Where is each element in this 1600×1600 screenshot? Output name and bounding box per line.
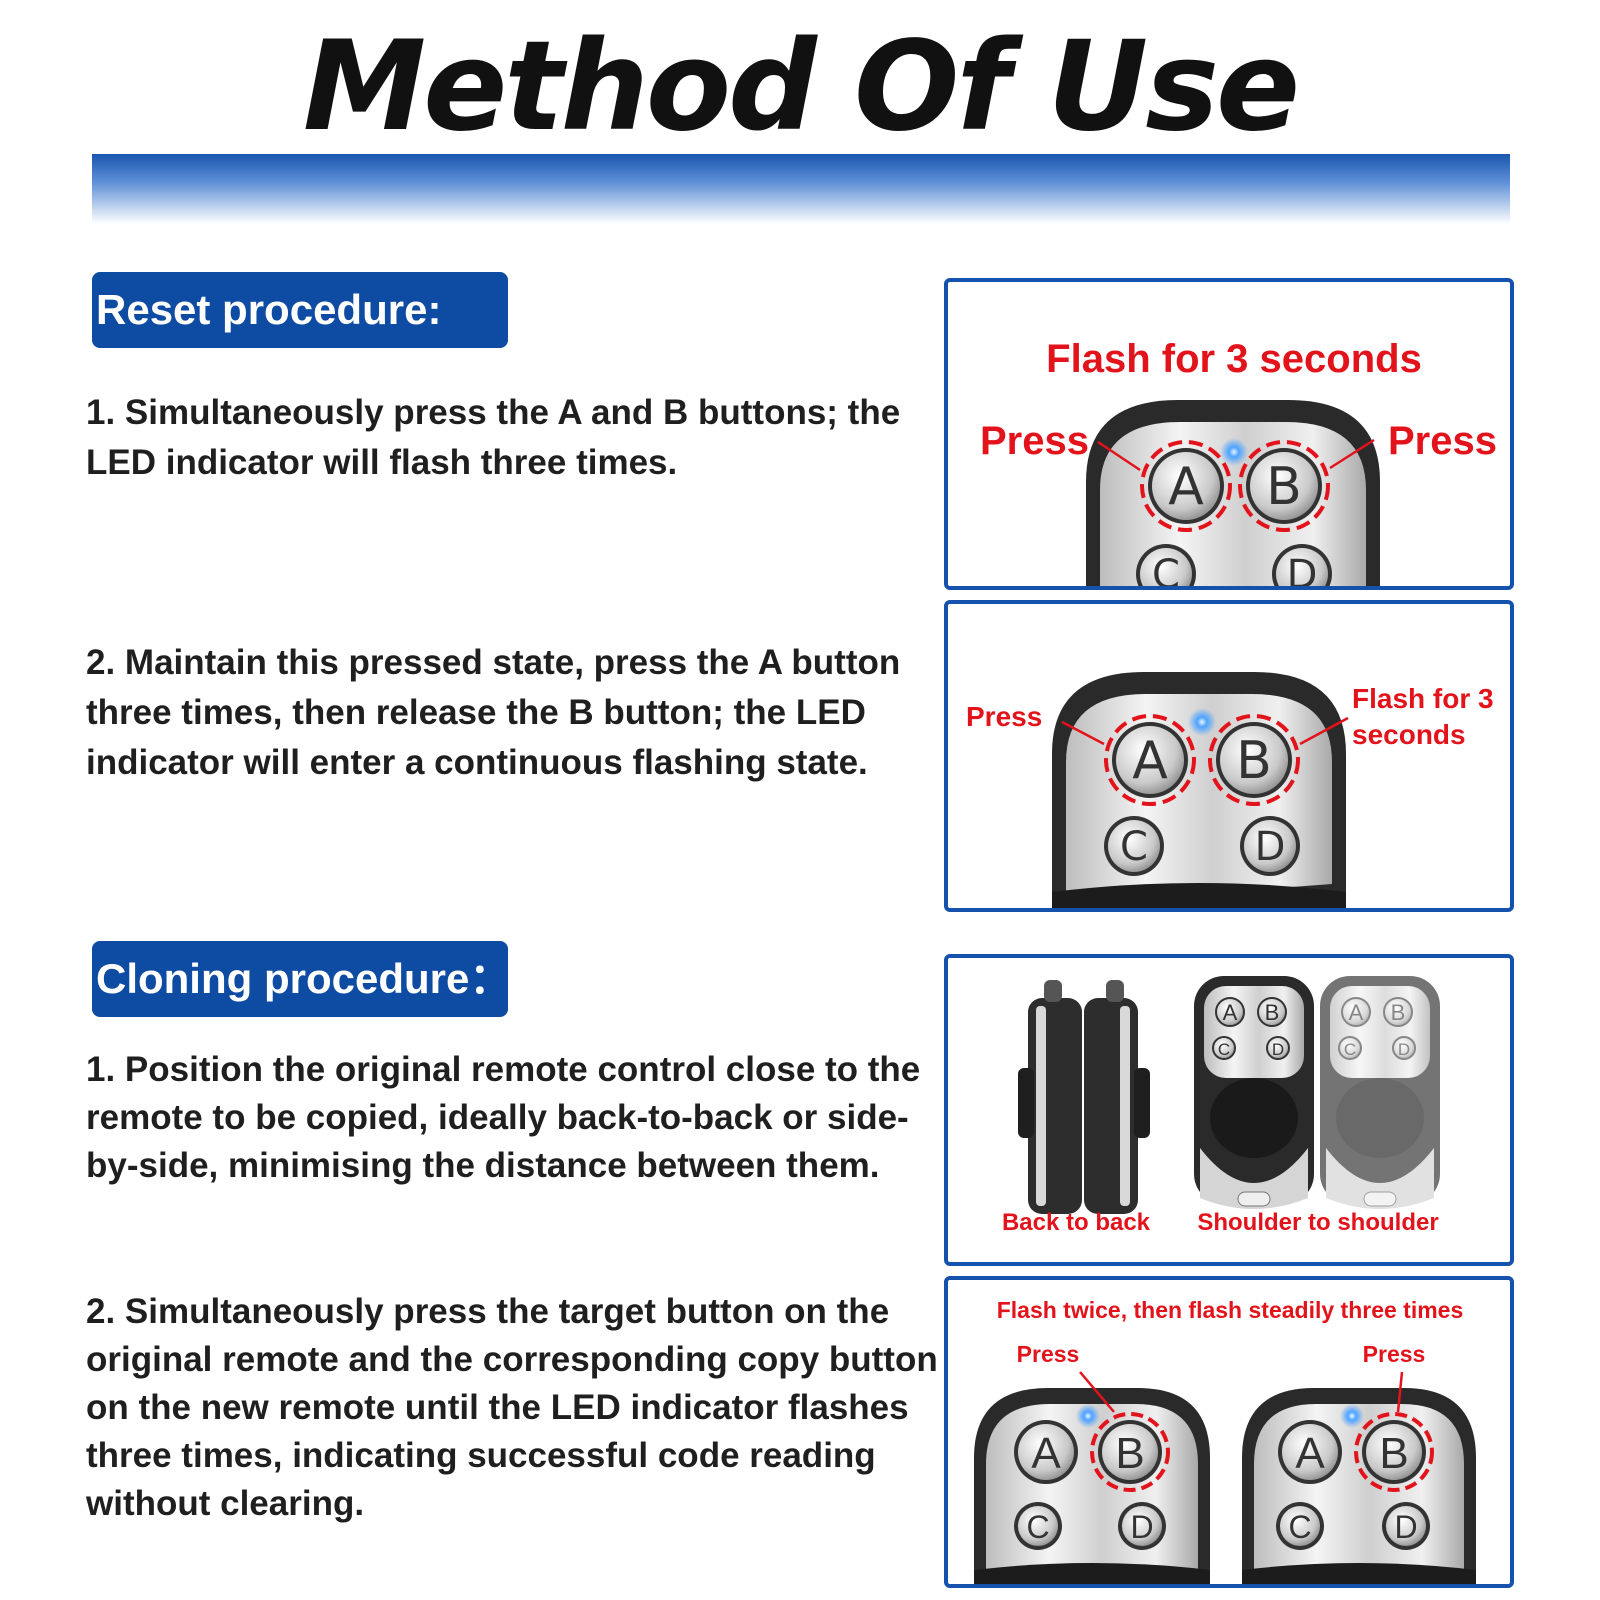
svg-text:A: A bbox=[1295, 1429, 1325, 1478]
remote-left: A B C D bbox=[1194, 976, 1314, 1209]
press-label-left: Press bbox=[980, 419, 1089, 463]
svg-text:B: B bbox=[1115, 1429, 1144, 1478]
title-gradient-bar bbox=[92, 154, 1510, 224]
cloning-procedure-heading: Cloning procedure： bbox=[92, 941, 511, 1017]
svg-text:A: A bbox=[1031, 1429, 1061, 1478]
svg-text:B: B bbox=[1265, 1000, 1280, 1025]
reset-step-1: 1. Simultaneously press the A and B butt… bbox=[86, 393, 901, 482]
cloning-step-2: 2. Simultaneously press the target butto… bbox=[86, 1292, 938, 1523]
svg-text:A: A bbox=[1132, 731, 1168, 791]
led-indicator bbox=[1188, 708, 1216, 736]
svg-text:C: C bbox=[1218, 1040, 1230, 1059]
flash-label-line1: Flash for 3 bbox=[1352, 683, 1494, 714]
back-to-back-remotes bbox=[1018, 980, 1150, 1214]
reset-procedure-heading: Reset procedure: bbox=[92, 272, 508, 348]
panel-reset-press-a: Press Flash for 3 seconds A B C D bbox=[944, 600, 1514, 912]
remote-copy: A B C D bbox=[1242, 1371, 1476, 1584]
press-label-left: Press bbox=[1017, 1341, 1080, 1367]
svg-text:D: D bbox=[1398, 1040, 1410, 1059]
remote-control: A B C D bbox=[1086, 400, 1380, 586]
svg-text:D: D bbox=[1287, 552, 1318, 586]
cloning-step-1: 1. Position the original remote control … bbox=[86, 1050, 921, 1185]
arrow-left bbox=[1061, 720, 1105, 746]
highlight-b bbox=[1238, 440, 1330, 532]
highlight-a bbox=[1104, 714, 1196, 806]
remote-control: A B C D bbox=[1052, 672, 1349, 908]
led-indicator bbox=[1220, 438, 1248, 466]
reset-step-2: 2. Maintain this pressed state, press th… bbox=[86, 643, 901, 782]
press-label-right: Press bbox=[1363, 1341, 1426, 1367]
panel-clone-press-b: Flash twice, then flash steadily three t… bbox=[944, 1276, 1514, 1588]
press-label-right: Press bbox=[1388, 419, 1497, 463]
arrow-right bbox=[1329, 438, 1375, 470]
arrow-left bbox=[1097, 440, 1141, 472]
arrow-right bbox=[1299, 716, 1349, 746]
svg-text:B: B bbox=[1266, 457, 1302, 517]
svg-text:C: C bbox=[1120, 824, 1148, 870]
svg-text:C: C bbox=[1344, 1040, 1356, 1059]
shoulder-to-shoulder-label: Shoulder to shoulder bbox=[1197, 1209, 1438, 1236]
panel-reset-press-ab: Flash for 3 seconds Press Press A B C D bbox=[944, 278, 1514, 590]
svg-text:B: B bbox=[1379, 1429, 1408, 1478]
page-title: Method Of Use bbox=[302, 15, 1300, 159]
remote-original: A B C D bbox=[974, 1371, 1210, 1584]
flash-caption: Flash for 3 seconds bbox=[1046, 337, 1422, 381]
remote-right: A B C D bbox=[1320, 976, 1440, 1209]
svg-text:C: C bbox=[1288, 1509, 1311, 1545]
flash-label-line2: seconds bbox=[1352, 719, 1466, 750]
press-label: Press bbox=[966, 701, 1042, 732]
svg-text:D: D bbox=[1255, 824, 1286, 870]
svg-text:A: A bbox=[1168, 457, 1204, 517]
highlight-b bbox=[1354, 1412, 1434, 1492]
highlight-a bbox=[1140, 440, 1232, 532]
svg-text:C: C bbox=[1152, 552, 1180, 586]
svg-text:D: D bbox=[1394, 1509, 1417, 1545]
svg-text:B: B bbox=[1236, 731, 1272, 791]
svg-text:A: A bbox=[1223, 1000, 1238, 1025]
svg-text:B: B bbox=[1391, 1000, 1406, 1025]
svg-text:C: C bbox=[1026, 1509, 1049, 1545]
panel-clone-positions: A B C D A B C D Back to back S bbox=[944, 954, 1514, 1266]
svg-text:A: A bbox=[1349, 1000, 1364, 1025]
highlight-b bbox=[1090, 1412, 1170, 1492]
led-indicator bbox=[1340, 1404, 1364, 1428]
svg-text:D: D bbox=[1272, 1040, 1284, 1059]
back-to-back-label: Back to back bbox=[1002, 1209, 1151, 1236]
led-indicator bbox=[1076, 1404, 1100, 1428]
flash-caption: Flash twice, then flash steadily three t… bbox=[997, 1297, 1464, 1323]
svg-text:D: D bbox=[1130, 1509, 1153, 1545]
highlight-b bbox=[1208, 714, 1300, 806]
